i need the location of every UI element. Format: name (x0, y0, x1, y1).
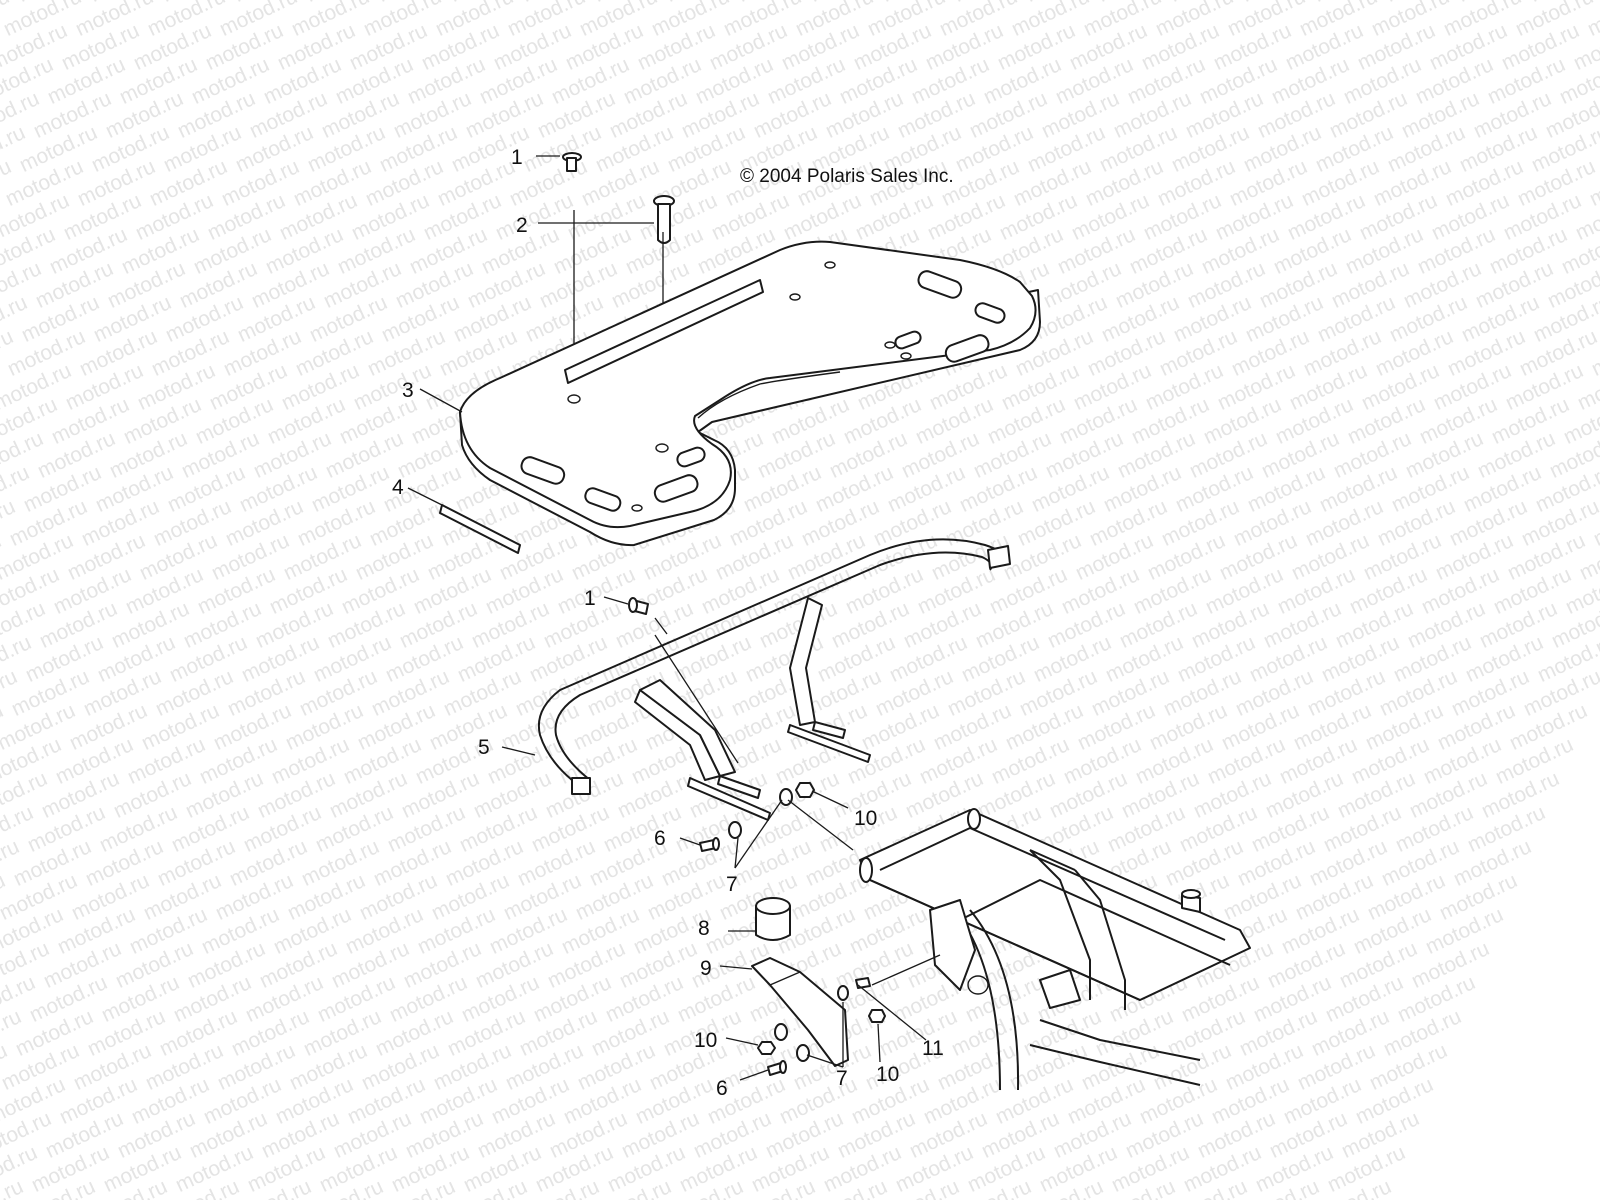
trim-strip (439, 504, 521, 554)
push-rivet-top (562, 152, 582, 172)
callout-3: 3 (402, 379, 414, 402)
callout-10-lower: 10 (694, 1029, 718, 1052)
callout-8: 8 (698, 917, 710, 940)
callout-6-lower: 6 (716, 1077, 728, 1100)
hardware-upper (699, 782, 815, 852)
hardware-lower (757, 977, 886, 1076)
callout-7-upper: 7 (726, 873, 738, 896)
rack-holes (567, 261, 912, 512)
callout-6-upper: 6 (654, 827, 666, 850)
callout-1-mid: 1 (584, 587, 596, 610)
callout-10-right: 10 (876, 1063, 900, 1086)
copyright-notice: © 2004 Polaris Sales Inc. (740, 166, 954, 187)
push-rivet-mid (628, 597, 649, 615)
rack-rail (538, 538, 1011, 821)
callout-9: 9 (700, 957, 712, 980)
callout-1-top: 1 (511, 146, 523, 169)
rack-plate (459, 240, 1041, 547)
leader-lines (407, 155, 941, 1081)
callout-4: 4 (392, 476, 404, 499)
callout-10-upper: 10 (854, 807, 878, 830)
vehicle-frame (859, 808, 1251, 1091)
callout-11: 11 (922, 1037, 944, 1060)
spacer-bushing (755, 897, 791, 941)
callout-5: 5 (478, 736, 490, 759)
pin-part (653, 195, 675, 244)
mount-bracket (751, 957, 849, 1067)
callout-7-lower: 7 (836, 1067, 848, 1090)
callout-2: 2 (516, 214, 528, 237)
rack-slots (520, 270, 1006, 512)
